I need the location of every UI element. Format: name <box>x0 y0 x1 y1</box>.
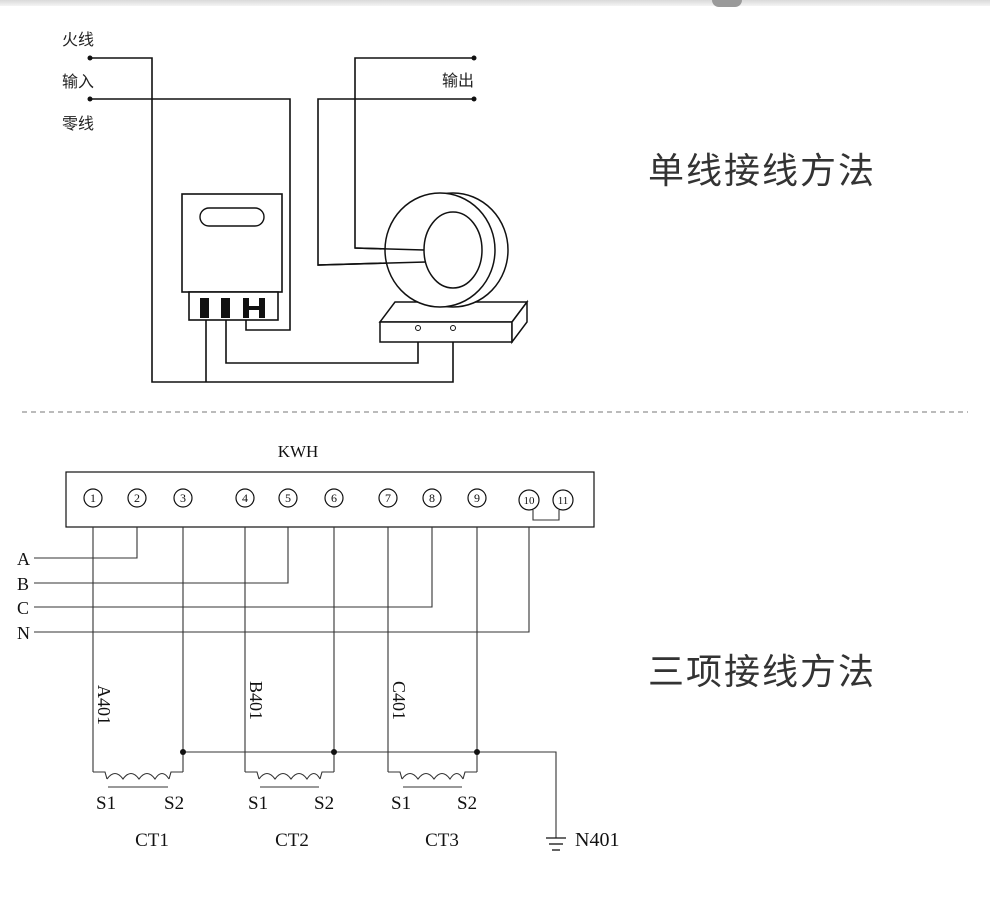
common-return-wire <box>183 751 557 838</box>
phase-a-label: A <box>17 549 30 569</box>
output-label: 输出 <box>442 71 474 90</box>
ct1-s1-label: S1 <box>96 793 116 814</box>
phase-n-label: N <box>17 623 30 643</box>
top-bar <box>0 0 990 7</box>
phase-c-label: C <box>17 598 29 618</box>
ct2-s2-label: S2 <box>314 793 334 814</box>
top-bar-knob <box>712 0 742 7</box>
terminal-label: 7 <box>385 491 391 505</box>
terminal-label: 9 <box>474 491 480 505</box>
terminal-6: 6 <box>324 488 344 508</box>
terminal-label: 2 <box>134 491 140 505</box>
neutral-wire-label: 零线 <box>62 114 94 133</box>
three-phase-title: 三项接线方法 <box>648 652 876 693</box>
terminal-label: 3 <box>180 491 186 505</box>
ct2-coil <box>245 771 334 788</box>
meter-label: KWH <box>278 442 319 461</box>
ct2-s1-label: S1 <box>248 793 268 814</box>
terminal-8: 8 <box>422 488 442 508</box>
ct2-label: CT2 <box>275 830 309 851</box>
neutral-n-wire <box>34 527 530 633</box>
neutral-input-wire <box>90 98 291 331</box>
terminal-label: 1 <box>90 491 96 505</box>
terminal-label: 5 <box>285 491 291 505</box>
ct1-label: CT1 <box>135 830 169 851</box>
terminal-label: 8 <box>429 491 435 505</box>
energy-meter <box>181 193 283 321</box>
terminal-7: 7 <box>378 488 398 508</box>
phase-a-wire <box>34 527 138 559</box>
terminal-label: 6 <box>331 491 337 505</box>
terminal-1: 1 <box>83 488 103 508</box>
terminal-label: 4 <box>242 491 248 505</box>
terminal-10-11-jumper <box>532 510 560 521</box>
terminal-2: 2 <box>127 488 147 508</box>
ct3-coil <box>388 771 477 788</box>
current-transformer <box>317 192 529 345</box>
c401-label: C401 <box>389 681 409 720</box>
input-label: 输入 <box>62 72 94 91</box>
ct3-s2-label: S2 <box>457 793 477 814</box>
terminal-label: 11 <box>558 495 569 507</box>
phase-b-label: B <box>17 574 29 594</box>
b401-label: B401 <box>246 681 266 720</box>
meter-display <box>199 207 265 227</box>
meter-terminal-2 <box>221 298 230 318</box>
a401-label: A401 <box>94 685 114 725</box>
phase-b-wire <box>34 527 289 584</box>
phase-c-wire <box>34 527 433 608</box>
live-wire-label: 火线 <box>62 30 94 49</box>
meter-wire-middle <box>225 312 419 364</box>
ct1-s2-label: S2 <box>164 793 184 814</box>
terminal-5: 5 <box>278 488 298 508</box>
single-phase-title: 单线接线方法 <box>648 151 876 192</box>
meter-terminal-1 <box>200 298 209 318</box>
ground-symbol <box>546 837 566 851</box>
junction-dot <box>474 749 480 755</box>
ground-label: N401 <box>575 829 619 851</box>
ct1-coil <box>93 771 183 788</box>
terminal-9: 9 <box>467 488 487 508</box>
ct3-label: CT3 <box>425 830 459 851</box>
terminal-label: 10 <box>524 495 536 507</box>
ct3-s1-label: S1 <box>391 793 411 814</box>
meter-terminal-3 <box>243 298 265 318</box>
live-wire <box>90 57 454 383</box>
three-phase-diagram: KWH 1 2 3 4 5 6 7 8 9 10 11 A B C N <box>17 442 876 851</box>
junction-dot <box>331 749 337 755</box>
terminal-4: 4 <box>235 488 255 508</box>
single-phase-diagram: 火线 输入 零线 输出 单线接线方法 <box>62 30 876 383</box>
junction-dot <box>180 749 186 755</box>
terminal-11: 11 <box>552 489 574 511</box>
terminal-list: 1 2 3 4 5 6 7 8 9 10 11 <box>83 488 574 521</box>
terminal-3: 3 <box>173 488 193 508</box>
terminal-10: 10 <box>518 489 540 511</box>
